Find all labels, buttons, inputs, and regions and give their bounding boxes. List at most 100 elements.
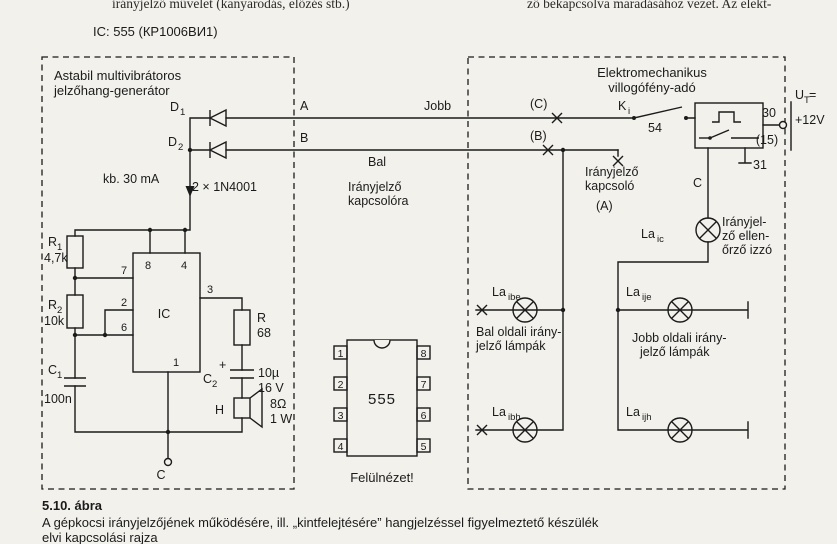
speaker-value1: 8Ω xyxy=(270,397,286,411)
ic-pin6-label: 6 xyxy=(121,322,127,334)
ic-555-body xyxy=(132,252,201,373)
switch-label-line1: Irányjelző xyxy=(585,165,639,179)
top-text-left: irányjelző művelet (kanyarodás, előzés s… xyxy=(112,0,350,11)
capacitor-c2-plus: + xyxy=(219,358,226,372)
wire-b-label: B xyxy=(300,131,308,145)
lamp-ije-label-sub: ije xyxy=(642,292,652,303)
dip-pin3-box xyxy=(333,407,348,422)
speaker-h: H 8Ω 1 W xyxy=(215,387,292,429)
dip-chip-label: 555 xyxy=(368,391,396,408)
speaker-value2: 1 W xyxy=(270,412,292,426)
right-lamps-caption2: jelző lámpák xyxy=(639,345,710,359)
capacitor-c2-value1: 10µ xyxy=(258,366,279,380)
generator-wires xyxy=(74,117,635,459)
resistor-r2-body xyxy=(66,294,84,329)
ic-pin1-label: 1 xyxy=(173,357,179,369)
lamp-right-front-icon xyxy=(667,297,693,323)
caption-line2: elvi kapcsolási rajza xyxy=(42,530,158,544)
current-arrow-icon xyxy=(185,186,195,197)
lamp-right-rear: La ijh xyxy=(626,405,693,443)
wire-dest-line2: kapcsolóra xyxy=(348,194,408,208)
ki-contact-left xyxy=(632,116,636,120)
diode-type-label: 2 × 1N4001 xyxy=(192,180,257,194)
lamp-ibh-label: La xyxy=(492,405,506,419)
check-lamp-text2: ző ellen- xyxy=(722,229,769,243)
dip-pin4-box xyxy=(333,438,348,453)
flasher-box-border xyxy=(467,56,786,490)
dip-pin7-label: 7 xyxy=(421,379,427,391)
wire-network xyxy=(74,101,792,459)
dip-pin5-label: 5 xyxy=(421,441,427,453)
ut-label: U xyxy=(795,88,804,102)
dip-pin5-box xyxy=(416,438,431,453)
pulse-waveform-icon xyxy=(712,111,741,123)
ground-terminal-c: C xyxy=(156,457,173,482)
relay-contact-lever xyxy=(709,129,730,139)
terminal-31-label: 31 xyxy=(753,158,767,172)
diode-d2-triangle xyxy=(208,140,227,160)
terminal-c-label: (C) xyxy=(530,97,547,111)
generator-box-border xyxy=(41,56,295,490)
speaker-label: H xyxy=(215,403,224,417)
dip-pin4-label: 4 xyxy=(338,441,344,453)
dip-notch-icon xyxy=(373,339,391,349)
diode-d1-label-sub: 1 xyxy=(180,107,185,118)
lamp-right-rear-cross xyxy=(671,421,689,439)
dip-pin6-label: 6 xyxy=(421,410,427,422)
lamp-ijh-label: La xyxy=(626,405,640,419)
tap-mark-left-front xyxy=(476,304,488,316)
diode-d2: D 2 xyxy=(168,135,227,160)
resistor-r-label: R xyxy=(257,311,266,325)
resistor-r1-label-sub: 1 xyxy=(57,242,62,253)
left-lamps-caption1: Bal oldali irány- xyxy=(476,325,561,339)
resistor-r1: R 1 4,7k xyxy=(44,235,84,269)
flasher-title-line2: villogófény-adó xyxy=(608,80,695,95)
capacitor-c2: + C 2 10µ 16 V xyxy=(203,358,284,395)
resistor-r1-value: 4,7k xyxy=(44,251,68,265)
capacitor-c2-value2: 16 V xyxy=(258,381,284,395)
dip-pin2-box xyxy=(333,376,348,391)
resistor-r: R 68 xyxy=(233,309,271,346)
resistor-r2-label-sub: 2 xyxy=(57,305,62,316)
ic-pin3-label: 3 xyxy=(207,284,213,296)
switch-label-line2: kapcsoló xyxy=(585,179,634,193)
ground-terminal-icon xyxy=(163,457,173,467)
supply-terminal: 30 (15) 31 U T = +12V xyxy=(753,88,825,172)
figure-caption: 5.10. ábra A gépkocsi irányjelzőjének mű… xyxy=(42,498,599,544)
ic-pin7-label: 7 xyxy=(121,265,127,277)
flasher-title-line1: Elektromechanikus xyxy=(597,65,707,80)
diode-d2-label: D xyxy=(168,135,177,149)
junction-dots xyxy=(72,147,621,435)
interconnect-labels: A Jobb B Bal Irányjelző kapcsolóra xyxy=(300,99,451,208)
dip-pin6-box xyxy=(416,407,431,422)
flasher-wires xyxy=(475,101,792,439)
check-lamp-label: La xyxy=(641,227,655,241)
terminal-a-label: (A) xyxy=(596,199,613,213)
ic-pin8-label: 8 xyxy=(145,260,151,272)
dip-pin8-label: 8 xyxy=(421,348,427,360)
dip-pin1-box xyxy=(333,345,348,360)
ic-label: IC xyxy=(158,307,171,321)
check-lamp-icon xyxy=(695,217,721,243)
check-lamp: La ic Irányjel- ző ellen- őrző izzó xyxy=(641,215,772,257)
lamp-ijh-label-sub: ijh xyxy=(642,412,652,423)
ki-switch: K i 54 xyxy=(618,99,688,135)
speaker-body xyxy=(233,397,251,419)
resistor-r-body xyxy=(233,309,251,346)
diode-d1-label: D xyxy=(170,100,179,114)
lamp-left-rear: La ibh xyxy=(492,405,538,443)
ki-label: K xyxy=(618,99,627,113)
left-lamps-caption2: jelző lámpák xyxy=(475,339,546,353)
tap-mark-left-rear xyxy=(476,424,488,436)
speaker-cone-icon xyxy=(249,387,263,429)
lamp-ije-label: La xyxy=(626,285,640,299)
tap-terminal-marks xyxy=(476,112,624,436)
wire-a-label: A xyxy=(300,99,309,113)
flasher-box: Elektromechanikus villogófény-adó xyxy=(467,56,786,490)
dip-pin8-box xyxy=(416,345,431,360)
terminal-15-label: (15) xyxy=(756,133,778,147)
lamp-ibh-label-sub: ibh xyxy=(508,412,521,423)
check-lamp-label-sub: ic xyxy=(657,234,664,245)
ut-label-sub: T xyxy=(804,95,810,106)
generator-title-line1: Astabil multivibrátoros xyxy=(54,68,182,83)
